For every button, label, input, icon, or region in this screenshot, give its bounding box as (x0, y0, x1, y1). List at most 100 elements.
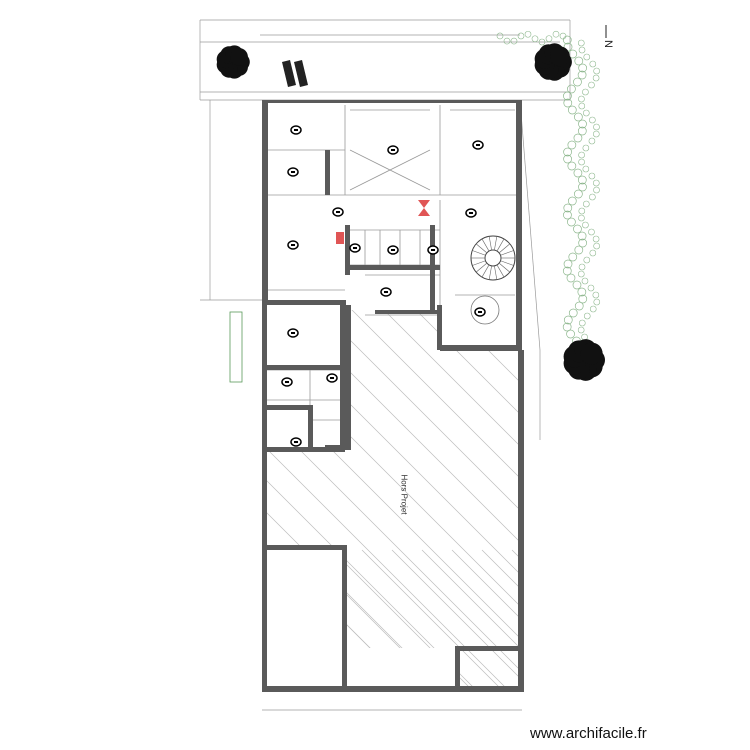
hatch-line (391, 549, 522, 690)
stair-step (498, 262, 511, 273)
vegetation (581, 333, 588, 341)
vegetation (568, 252, 578, 262)
wall (340, 300, 346, 450)
stair-step (496, 238, 505, 252)
vegetation (578, 119, 587, 129)
hatch-line (262, 310, 327, 690)
vegetation (578, 158, 585, 166)
vegetation (578, 182, 587, 192)
camera-icon-dot (431, 249, 435, 251)
hatch-line (726, 300, 750, 700)
vegetation (563, 315, 573, 325)
hatch-line (262, 549, 293, 690)
wall (455, 646, 460, 690)
stair-step (488, 265, 492, 280)
vegetation (582, 88, 589, 96)
vegetation (574, 56, 584, 66)
vegetation (583, 109, 590, 117)
vegetation (563, 147, 572, 157)
vegetation (577, 287, 587, 297)
vegetation (592, 235, 600, 243)
vegetation (566, 273, 576, 283)
stair-step (500, 260, 514, 266)
vegetation (578, 151, 585, 159)
vegetation (588, 228, 595, 236)
camera-icon-dot (391, 249, 395, 251)
vegetation (593, 179, 600, 187)
vegetation (574, 301, 584, 311)
vegetation (593, 123, 600, 131)
vegetation (567, 217, 576, 227)
vegetation (567, 196, 577, 206)
vegetation (574, 189, 583, 199)
camera-icon-dot (391, 149, 395, 151)
hatch-line (262, 310, 522, 690)
vegetation (503, 37, 511, 45)
vegetation (583, 312, 591, 320)
hatch-line (630, 300, 750, 700)
wall (262, 300, 267, 450)
hatch-line (662, 300, 750, 700)
hatch-line (262, 310, 519, 690)
vegetation (592, 74, 600, 82)
vegetation (583, 200, 590, 208)
vegetation (552, 30, 560, 38)
vegetation (593, 298, 601, 306)
solar-panel (294, 60, 308, 87)
wall (325, 445, 345, 450)
stair-step (481, 238, 490, 252)
vegetation (578, 319, 586, 327)
vegetation (589, 249, 597, 257)
camera-icon-dot (291, 244, 295, 246)
vegetation (578, 263, 586, 271)
interior-line (349, 149, 431, 191)
vegetation (568, 308, 578, 318)
vegetation (563, 98, 573, 108)
wall (455, 646, 522, 651)
hatch-pattern-lower (262, 549, 682, 690)
vegetation (593, 186, 600, 194)
vegetation (563, 259, 573, 269)
hatch-line (309, 310, 522, 690)
wall (262, 300, 345, 305)
vegetation (577, 326, 585, 334)
hatch-line (262, 310, 522, 690)
vegetation (578, 95, 585, 103)
wall (518, 350, 524, 692)
wall (440, 345, 522, 351)
vegetation (589, 116, 596, 124)
site-line (519, 99, 541, 351)
tree-icon (230, 48, 248, 66)
vegetation (574, 112, 583, 122)
wall (262, 365, 290, 370)
vegetation (563, 91, 572, 101)
stair-step (472, 260, 486, 266)
wall (516, 100, 522, 350)
hatch-line (542, 550, 682, 690)
wall (262, 200, 268, 290)
hatch-line (694, 300, 750, 700)
vegetation (574, 245, 584, 255)
vegetation (562, 35, 572, 45)
vegetation (578, 102, 586, 110)
vegetation (573, 77, 582, 87)
vegetation (566, 329, 575, 339)
tree-icon (580, 342, 603, 365)
vegetation (578, 294, 588, 304)
camera-icon-dot (476, 144, 480, 146)
vegetation (577, 231, 587, 241)
fire-marker (336, 232, 344, 244)
vegetation (593, 242, 600, 250)
camera-icon-dot (294, 129, 298, 131)
vegetation (577, 39, 585, 47)
hatch-line (262, 310, 391, 690)
vegetation (578, 63, 587, 73)
vegetation (592, 291, 600, 299)
camera-icon-dot (336, 211, 340, 213)
wall (345, 265, 440, 270)
vegetation (562, 322, 572, 332)
hatch-line (262, 310, 295, 690)
hatch-line (341, 310, 522, 690)
hatch-line (262, 310, 455, 690)
wall (516, 205, 522, 215)
